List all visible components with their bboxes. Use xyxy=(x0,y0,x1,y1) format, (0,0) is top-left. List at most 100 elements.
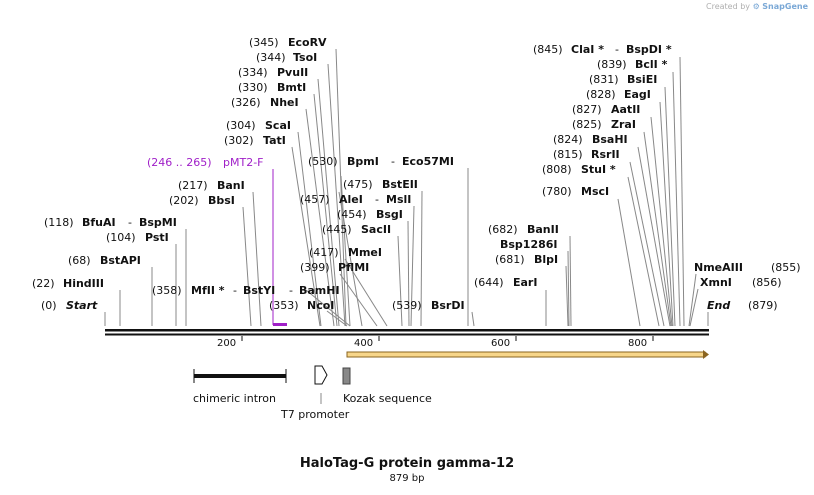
credit-brand: SnapGene xyxy=(762,2,808,11)
svg-text:-: - xyxy=(391,155,395,168)
svg-text:-: - xyxy=(375,193,379,206)
site-name[interactable]: BclI * xyxy=(635,58,668,71)
svg-text:-: - xyxy=(615,43,619,56)
site-name[interactable]: PvuII xyxy=(277,66,308,79)
site-position: (353) xyxy=(269,299,299,312)
svg-text:-: - xyxy=(233,284,237,297)
site-name[interactable]: NcoI xyxy=(307,299,334,312)
feature-label: T7 promoter xyxy=(280,408,350,421)
site-name[interactable]: MmeI xyxy=(348,246,382,259)
site-name[interactable]: RsrII xyxy=(591,148,620,161)
site-name[interactable]: BstYI xyxy=(243,284,275,297)
svg-text:-: - xyxy=(128,216,132,229)
site-position: (530) xyxy=(308,155,338,168)
site-position: (879) xyxy=(748,299,778,312)
snapgene-credit: Created by ⚙ SnapGene xyxy=(706,2,808,11)
site-position: (855) xyxy=(771,261,801,274)
site-name[interactable]: NmeAIII xyxy=(694,261,743,274)
site-name[interactable]: BstAPI xyxy=(100,254,141,267)
site-name[interactable]: BlpI xyxy=(534,253,558,266)
restriction-site-labels: (345) EcoRV (344) TsoI (334) PvuII (330)… xyxy=(32,36,801,312)
site-name[interactable]: Bsp1286I xyxy=(500,238,558,251)
site-name[interactable]: TsoI xyxy=(293,51,317,64)
site-name: Start xyxy=(66,299,98,312)
site-position: (644) xyxy=(474,276,504,289)
site-name[interactable]: BmtI xyxy=(277,81,306,94)
site-position: (202) xyxy=(169,194,199,207)
feature-kozak-sequence[interactable]: Kozak sequence xyxy=(342,367,432,405)
site-position: (827) xyxy=(572,103,602,116)
site-position: (808) xyxy=(542,163,572,176)
site-name[interactable]: BsaHI xyxy=(592,133,628,146)
site-name[interactable]: BanII xyxy=(527,223,559,236)
site-name[interactable]: BamHI xyxy=(299,284,340,297)
site-leader-lines xyxy=(104,48,709,327)
feature-chimeric-intron[interactable]: chimeric intron xyxy=(193,369,287,405)
site-name[interactable]: BspMI xyxy=(139,216,177,229)
feature-label: chimeric intron xyxy=(193,392,276,405)
site-position: (104) xyxy=(106,231,136,244)
site-name[interactable]: BanI xyxy=(217,179,245,192)
ruler-tick-label: 600 xyxy=(491,338,510,349)
site-name[interactable]: NheI xyxy=(270,96,299,109)
site-name[interactable]: AleI xyxy=(339,193,363,206)
site-name[interactable]: ZraI xyxy=(611,118,636,131)
site-name[interactable]: StuI * xyxy=(581,163,616,176)
site-name[interactable]: MfII * xyxy=(191,284,225,297)
feature-label: Kozak sequence xyxy=(343,392,432,405)
site-name[interactable]: HindIII xyxy=(63,277,104,290)
site-name[interactable]: EarI xyxy=(513,276,537,289)
site-position: (417) xyxy=(309,246,339,259)
site-name[interactable]: XmnI xyxy=(700,276,732,289)
site-position: (475) xyxy=(343,178,373,191)
site-position: (831) xyxy=(589,73,619,86)
site-position: (399) xyxy=(300,261,330,274)
site-name[interactable]: PflMI xyxy=(338,261,369,274)
site-name[interactable]: BspDI * xyxy=(626,43,672,56)
site-name[interactable]: MscI xyxy=(581,185,609,198)
site-position: (344) xyxy=(256,51,286,64)
site-position: (457) xyxy=(300,193,330,206)
feature-t7-promoter[interactable]: T7 promoter xyxy=(280,365,350,421)
site-position: (304) xyxy=(226,119,256,132)
site-position: (856) xyxy=(752,276,782,289)
site-name[interactable]: BstEII xyxy=(382,178,418,191)
site-position: (539) xyxy=(392,299,422,312)
site-position: (326) xyxy=(231,96,261,109)
ruler-tick-label: 200 xyxy=(217,338,236,349)
site-position: (815) xyxy=(553,148,583,161)
site-name[interactable]: SacII xyxy=(361,223,391,236)
site-name[interactable]: BfuAI xyxy=(82,216,116,229)
site-name[interactable]: ScaI xyxy=(265,119,291,132)
site-name[interactable]: EcoRV xyxy=(288,36,327,49)
ruler-tick-label: 800 xyxy=(628,338,647,349)
primer-range: (246 .. 265) xyxy=(147,156,212,169)
primer-pmt2-f[interactable]: (246 .. 265) pMT2-F xyxy=(147,156,287,326)
site-position: (68) xyxy=(68,254,91,267)
site-position: (681) xyxy=(495,253,525,266)
snapgene-logo-icon: ⚙ xyxy=(752,2,760,11)
site-name[interactable]: Eco57MI xyxy=(402,155,454,168)
svg-text:-: - xyxy=(289,284,293,297)
site-name[interactable]: MslI xyxy=(386,193,411,206)
site-position: (839) xyxy=(597,58,627,71)
site-name[interactable]: BsiEI xyxy=(627,73,657,86)
site-name[interactable]: BbsI xyxy=(208,194,235,207)
site-position: (217) xyxy=(178,179,208,192)
site-position: (22) xyxy=(32,277,55,290)
orf-arrow[interactable] xyxy=(346,350,709,359)
site-name[interactable]: ClaI * xyxy=(571,43,604,56)
site-name[interactable]: AatII xyxy=(611,103,640,116)
primer-name: pMT2-F xyxy=(223,156,264,169)
map-title: HaloTag-G protein gamma-12 xyxy=(299,456,515,471)
site-name[interactable]: TatI xyxy=(263,134,286,147)
map-length: 879 bp xyxy=(389,473,425,484)
site-name[interactable]: PstI xyxy=(145,231,169,244)
site-name[interactable]: BsgI xyxy=(376,208,403,221)
site-name[interactable]: BpmI xyxy=(347,155,379,168)
site-position: (0) xyxy=(41,299,57,312)
site-name[interactable]: EagI xyxy=(624,88,651,101)
site-name[interactable]: BsrDI xyxy=(431,299,465,312)
ruler-labels: 200 400 600 800 xyxy=(217,338,647,349)
